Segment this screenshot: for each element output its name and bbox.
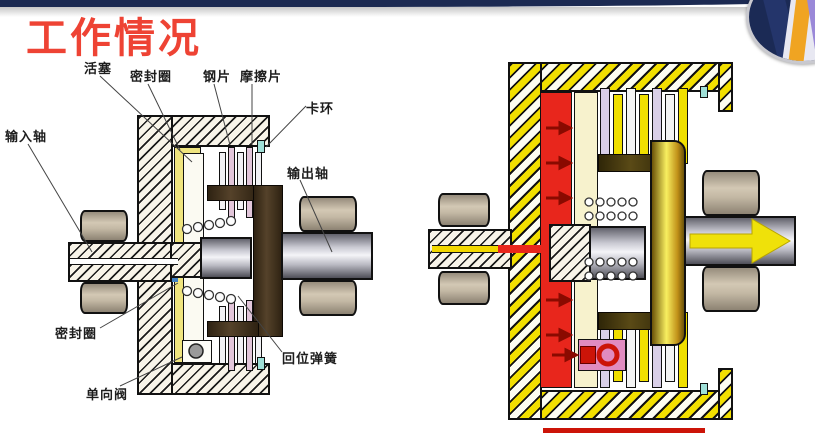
label-seal-ring-bottom: 密封圈: [55, 327, 98, 342]
label-friction-plate: 摩擦片: [240, 70, 283, 85]
label-piston: 活塞: [84, 62, 113, 77]
left-steel-plate: [237, 152, 244, 210]
right-friction-plate: [600, 88, 610, 164]
left-seal-ring-bottom-part: [172, 276, 178, 282]
left-check-valve-housing: [182, 340, 212, 363]
businessman-photo: [746, 0, 815, 64]
left-output-bearing-top: [299, 196, 357, 232]
left-drum-top-arm: [207, 185, 259, 201]
left-output-shaft: [281, 232, 373, 280]
top-navy-bar: [0, 0, 815, 7]
right-housing-lip-top: [718, 62, 733, 112]
label-snap-ring: 卡环: [306, 102, 335, 117]
right-housing-spine: [508, 62, 542, 420]
right-fluid-inlet-red: [498, 245, 546, 253]
label-check-valve: 单向阀: [86, 388, 129, 403]
label-output-shaft: 输出轴: [287, 167, 330, 182]
right-output-bearing-bottom: [702, 266, 760, 312]
right-steel-plate: [639, 94, 649, 158]
right-input-fluid-channel: [432, 245, 498, 253]
label-input-shaft: 输入轴: [5, 130, 48, 145]
left-input-shaft-bore: [70, 258, 178, 265]
right-piston-hub: [549, 224, 591, 282]
left-snap-ring-bottom: [257, 357, 265, 370]
right-hub-gold-plate: [650, 140, 686, 346]
label-steel-plate: 钢片: [203, 70, 232, 85]
label-seal-ring-top: 密封圈: [130, 70, 173, 85]
right-steel-plate: [613, 94, 623, 158]
label-return-spring: 回位弹簧: [282, 352, 339, 367]
right-check-valve-block: [580, 346, 596, 364]
left-snap-ring-top: [257, 140, 265, 153]
right-snap-ring-top: [700, 86, 708, 98]
top-gray-strip: [0, 7, 815, 17]
right-output-bearing-top: [702, 170, 760, 216]
left-drum-bottom-arm: [207, 321, 259, 337]
right-housing-flange-bottom: [508, 390, 733, 420]
left-input-bearing-bottom: [80, 282, 128, 314]
left-friction-plate: [228, 147, 235, 218]
right-input-bearing-top: [438, 193, 490, 227]
left-hub-shaft: [200, 237, 252, 279]
page-title: 工作情况: [26, 14, 202, 62]
right-hub-shaft: [588, 226, 646, 280]
left-drum-plate: [253, 185, 283, 337]
right-snap-ring-bottom: [700, 383, 708, 395]
right-housing-lip-bottom: [718, 368, 733, 420]
right-output-shaft: [684, 216, 796, 266]
left-friction-plate: [246, 147, 253, 218]
right-friction-plate: [626, 88, 636, 164]
right-input-bearing-bottom: [438, 271, 490, 305]
left-input-bearing-top: [80, 210, 128, 242]
left-output-bearing-bottom: [299, 280, 357, 316]
bottom-red-strip: [543, 428, 705, 433]
left-steel-plate: [219, 152, 226, 210]
right-housing-flange-top: [508, 62, 733, 92]
